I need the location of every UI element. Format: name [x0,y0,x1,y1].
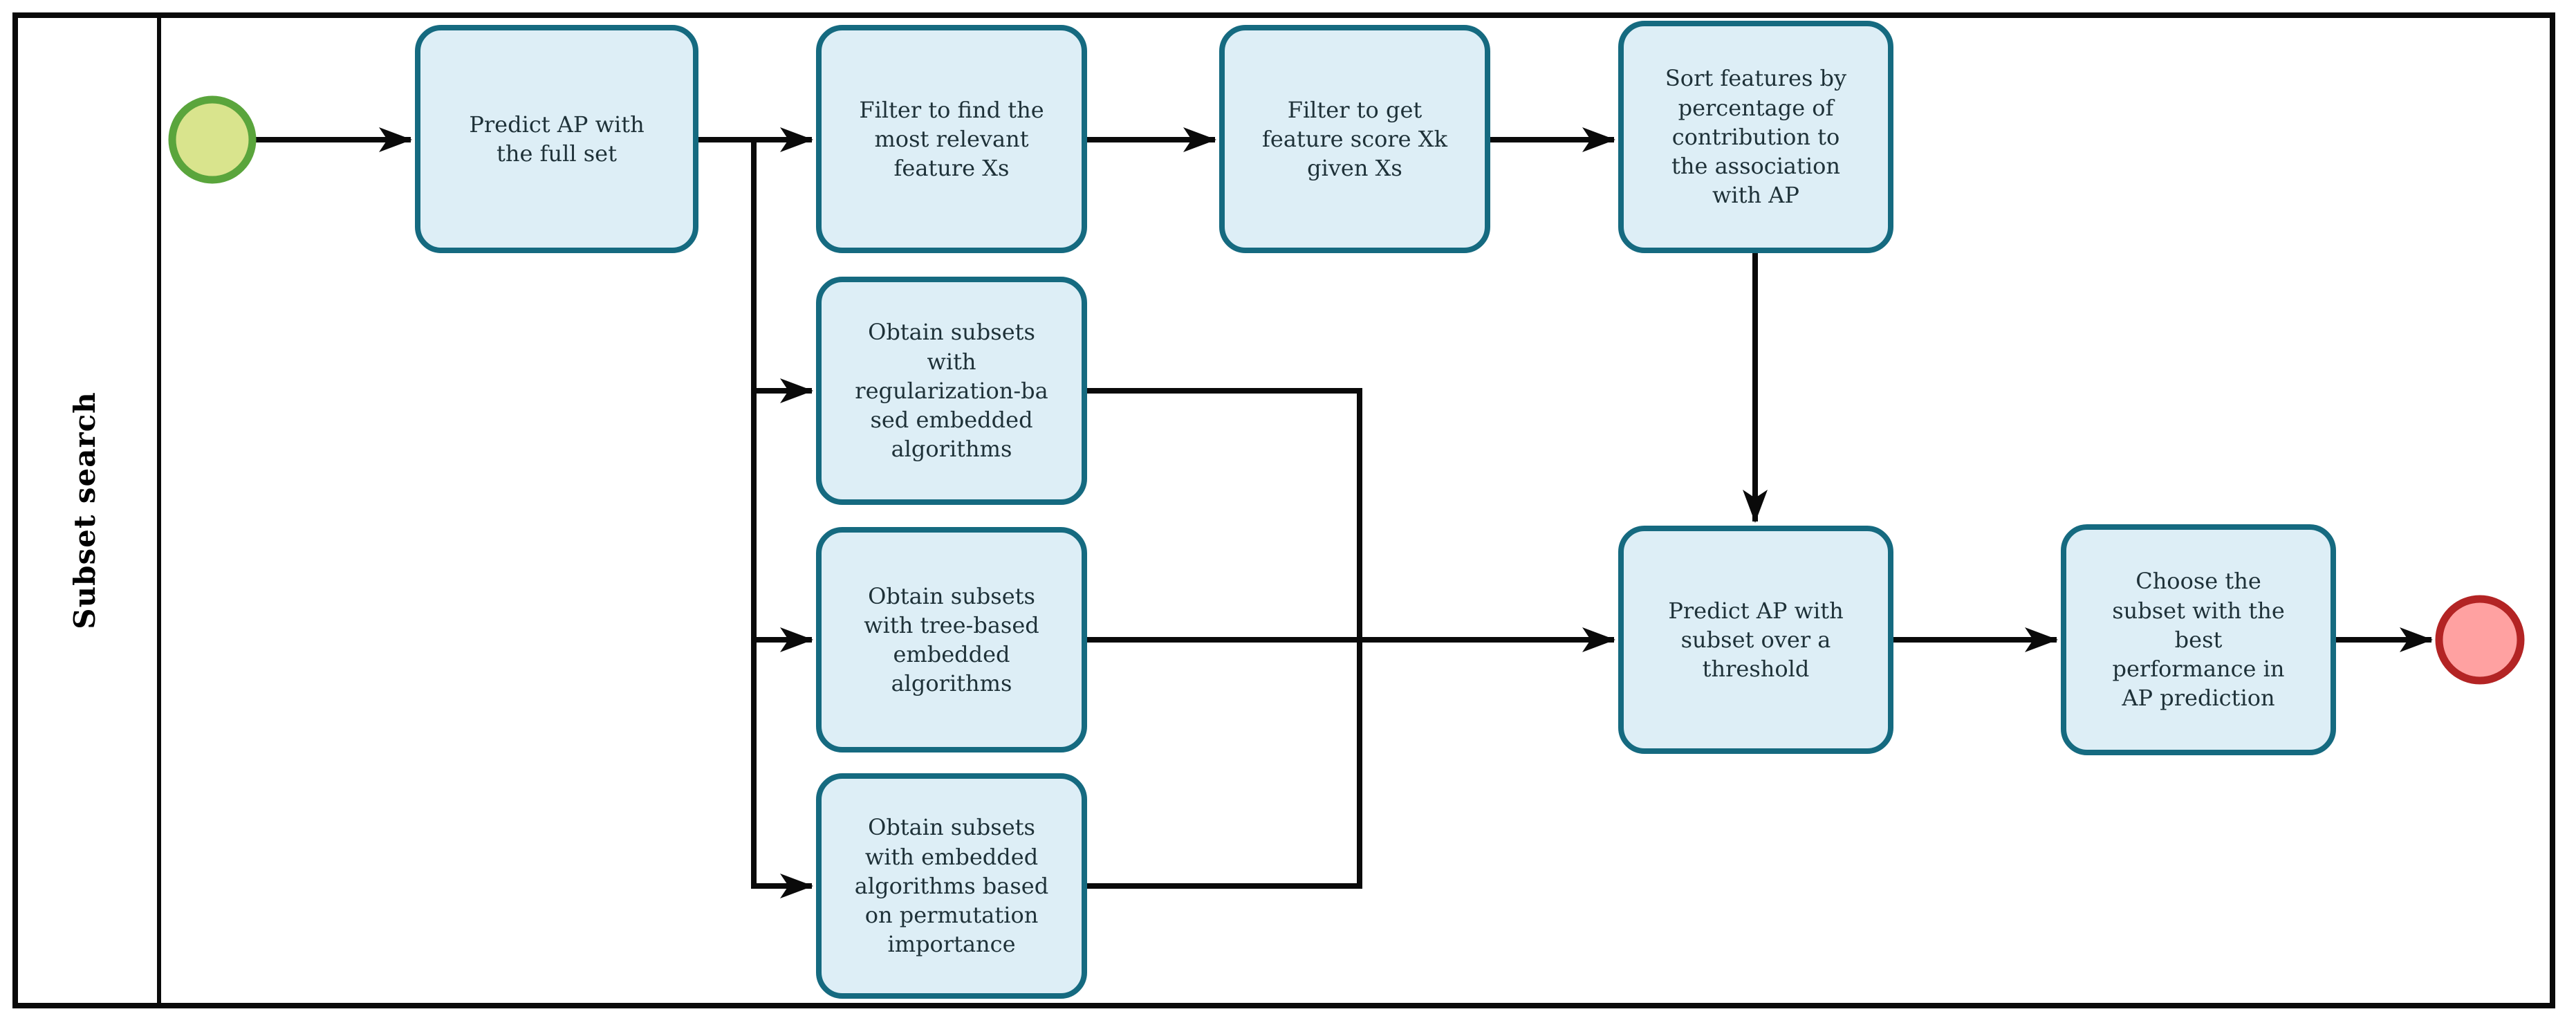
task-filter-most-relevant[interactable]: Filter to find the most relevant feature… [816,25,1087,253]
pool-border [12,12,2555,1008]
task-subsets-tree-based[interactable]: Obtain subsets with tree-based embedded … [816,527,1087,752]
task-predict-ap-full-set[interactable]: Predict AP with the full set [415,25,698,253]
task-label: Choose the subset with the best performa… [2112,568,2285,712]
task-label: Obtain subsets with embedded algorithms … [854,814,1049,958]
task-sort-features[interactable]: Sort features by percentage of contribut… [1618,21,1893,253]
task-label: Filter to get feature score Xk given Xs [1262,96,1447,182]
task-predict-ap-subset[interactable]: Predict AP with subset over a threshold [1618,526,1893,754]
lane-label-text: Subset search [67,391,102,629]
task-filter-feature-score[interactable]: Filter to get feature score Xk given Xs [1219,25,1490,253]
task-label: Filter to find the most relevant feature… [859,96,1044,182]
task-subsets-permutation[interactable]: Obtain subsets with embedded algorithms … [816,773,1087,999]
task-label: Predict AP with the full set [469,111,645,167]
task-label: Sort features by percentage of contribut… [1665,65,1847,209]
end-event-circle[interactable] [2435,595,2525,685]
start-event-circle[interactable] [168,95,257,184]
lane-divider [157,18,161,1008]
task-subsets-regularization[interactable]: Obtain subsets with regularization-ba se… [816,277,1087,505]
task-label: Obtain subsets with regularization-ba se… [855,319,1048,463]
lane-label-subset-search: Subset search [64,372,105,649]
task-choose-best-subset[interactable]: Choose the subset with the best performa… [2061,524,2336,755]
task-label: Obtain subsets with tree-based embedded … [864,582,1039,697]
task-label: Predict AP with subset over a threshold [1668,597,1844,683]
